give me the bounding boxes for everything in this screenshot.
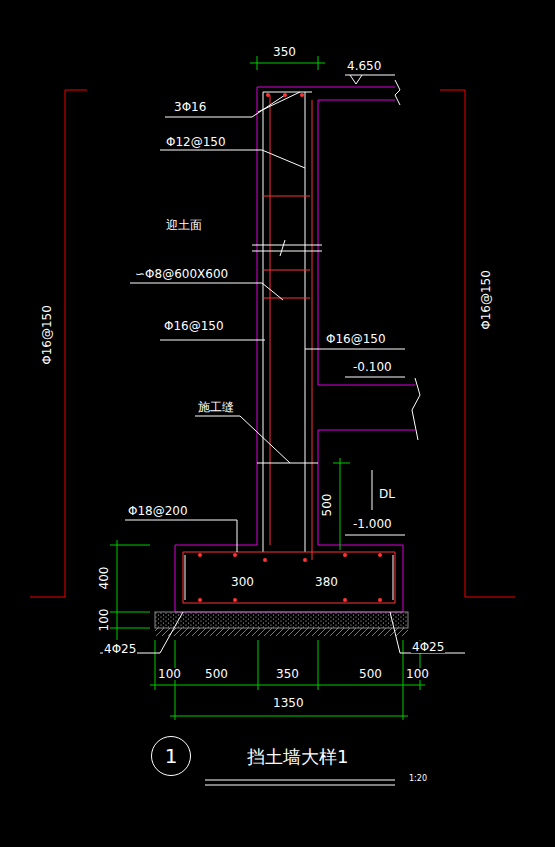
- dimension-label: 380: [314, 576, 339, 588]
- dimension-label: 100: [157, 668, 182, 680]
- dimension-label: Φ12@150: [165, 136, 227, 148]
- dimension-label: Φ16@150: [480, 269, 492, 331]
- dimension-label: 500: [358, 668, 383, 680]
- dimension-label: 1350: [272, 697, 305, 709]
- dimension-label: 400: [98, 566, 110, 591]
- detail-number-circle: 1: [151, 736, 191, 776]
- dimension-label: 100: [405, 668, 430, 680]
- dimension-label: ∽Φ8@600X600: [134, 268, 229, 280]
- dimension-label: 3Φ16: [173, 101, 207, 113]
- dimension-label: 施工缝: [197, 401, 235, 413]
- dimension-label: Φ16@150: [163, 320, 225, 332]
- dimension-label: 迎土面: [165, 219, 203, 231]
- dimension-label: 4.650: [346, 60, 382, 72]
- dimension-label: 350: [272, 46, 297, 58]
- dimension-label: 500: [204, 668, 229, 680]
- dimension-label: DL: [378, 488, 396, 500]
- dimension-label: Φ16@150: [41, 304, 53, 366]
- dimension-label: Φ18@200: [127, 505, 189, 517]
- dimension-label: 4Φ25: [103, 643, 137, 655]
- dimension-label: 500: [321, 493, 333, 518]
- drawing-title: 挡土墙大样1: [246, 748, 349, 766]
- dimension-label: -0.100: [352, 361, 393, 373]
- dimension-label: 4Φ25: [411, 641, 445, 653]
- dimension-label: 1:20: [408, 775, 428, 783]
- dimension-label: Φ16@150: [325, 333, 387, 345]
- dimension-label: 300: [230, 576, 255, 588]
- dimension-label: 100: [98, 608, 110, 633]
- dimension-label: 350: [275, 668, 300, 680]
- dimension-label: -1.000: [352, 518, 393, 530]
- detail-number: 1: [165, 746, 178, 766]
